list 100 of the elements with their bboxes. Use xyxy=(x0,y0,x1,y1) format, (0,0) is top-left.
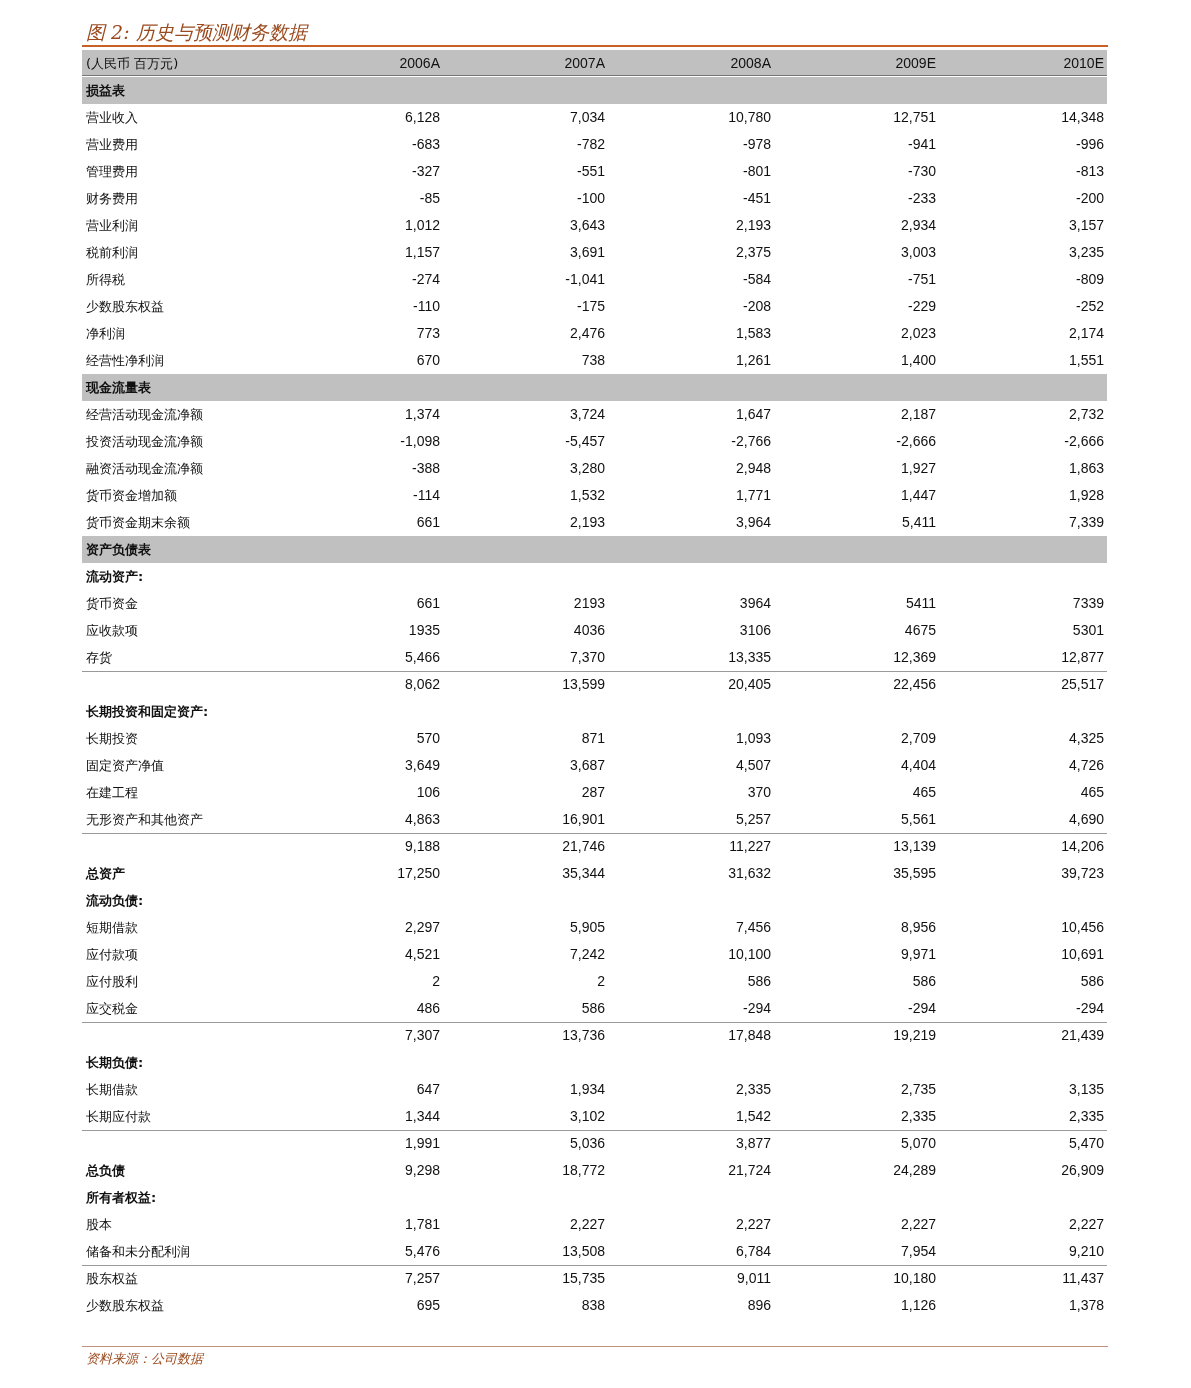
row-label: 经营性净利润 xyxy=(86,352,164,369)
subtotal-value: 21,746 xyxy=(562,838,605,855)
number-value: -5,457 xyxy=(565,433,605,450)
subsection-heading: 流动资产: xyxy=(86,568,144,585)
number-value: 7,034 xyxy=(569,109,605,126)
number-value: 3,691 xyxy=(569,244,605,261)
number-value: 2,375 xyxy=(735,244,771,261)
number-value: 3,157 xyxy=(1068,217,1104,234)
number-value: 1,542 xyxy=(735,1108,771,1125)
subtotal-value: 11,227 xyxy=(729,838,771,855)
number-value: 4,507 xyxy=(735,757,771,774)
number-value: 3,102 xyxy=(569,1108,605,1125)
number-value: 1,781 xyxy=(404,1216,440,1233)
number-value: 4,690 xyxy=(1068,811,1104,828)
number-value: 5301 xyxy=(1072,622,1104,639)
subtotal-value: 8,062 xyxy=(404,676,440,693)
subtotal-value: 13,599 xyxy=(562,676,605,693)
number-value: 5,411 xyxy=(902,514,936,531)
row-label: 固定资产净值 xyxy=(86,757,164,774)
number-value: 10,100 xyxy=(728,946,771,963)
number-value: 18,772 xyxy=(562,1162,605,1179)
section-heading: 现金流量表 xyxy=(86,379,151,396)
total-label: 总负债 xyxy=(86,1162,125,1179)
year-header: 2009E xyxy=(895,55,936,72)
number-value: 15,735 xyxy=(562,1270,605,1287)
number-value: 7339 xyxy=(1072,595,1104,612)
number-value: 2,227 xyxy=(900,1216,936,1233)
row-label: 融资活动现金流净额 xyxy=(86,460,203,477)
number-value: 1,863 xyxy=(1068,460,1104,477)
row-label: 在建工程 xyxy=(86,784,138,801)
row-label: 少数股东权益 xyxy=(86,298,164,315)
number-value: 3,235 xyxy=(1068,244,1104,261)
number-value: 2,174 xyxy=(1068,325,1104,342)
year-header: 2008A xyxy=(730,55,771,72)
row-label: 投资活动现金流净额 xyxy=(86,433,203,450)
number-value: 647 xyxy=(416,1081,440,1098)
number-value: -941 xyxy=(907,136,936,153)
number-value: 7,456 xyxy=(735,919,771,936)
row-label: 应收款项 xyxy=(86,622,138,639)
number-value: 661 xyxy=(416,514,440,531)
number-value: 17,250 xyxy=(397,865,440,882)
number-value: 3,280 xyxy=(569,460,605,477)
number-value: 3106 xyxy=(739,622,771,639)
row-label: 存货 xyxy=(86,649,112,666)
number-value: 8,956 xyxy=(900,919,936,936)
number-value: 1,093 xyxy=(735,730,771,747)
number-value: 21,724 xyxy=(728,1162,771,1179)
number-value: 4675 xyxy=(904,622,936,639)
row-label: 净利润 xyxy=(86,325,125,342)
number-value: -110 xyxy=(413,298,440,315)
row-label: 货币资金增加额 xyxy=(86,487,177,504)
number-value: 3964 xyxy=(739,595,771,612)
number-value: 1,344 xyxy=(404,1108,440,1125)
number-value: 4,726 xyxy=(1068,757,1104,774)
number-value: 12,751 xyxy=(893,109,936,126)
number-value: 7,954 xyxy=(900,1243,936,1260)
number-value: 1,400 xyxy=(900,352,936,369)
subtotal-value: 9,188 xyxy=(404,838,440,855)
subtotal-value: 21,439 xyxy=(1061,1027,1104,1044)
year-header: 2006A xyxy=(399,55,440,72)
number-value: -584 xyxy=(742,271,771,288)
number-value: 1,012 xyxy=(404,217,440,234)
number-value: 13,335 xyxy=(728,649,771,666)
number-value: 1,126 xyxy=(900,1297,936,1314)
number-value: -85 xyxy=(419,190,440,207)
number-value: 2,227 xyxy=(1068,1216,1104,1233)
subtotal-value: 22,456 xyxy=(893,676,936,693)
number-value: 4036 xyxy=(573,622,605,639)
subsection-heading: 所有者权益: xyxy=(86,1189,157,1206)
number-value: -809 xyxy=(1075,271,1104,288)
number-value: 9,011 xyxy=(737,1270,771,1287)
number-value: 2,335 xyxy=(900,1108,936,1125)
number-value: 2,335 xyxy=(735,1081,771,1098)
number-value: 2,297 xyxy=(404,919,440,936)
number-value: 2,948 xyxy=(735,460,771,477)
subtotal-value: 25,517 xyxy=(1061,676,1104,693)
number-value: 10,456 xyxy=(1061,919,1104,936)
number-value: 4,863 xyxy=(404,811,440,828)
subsection-heading: 流动负债: xyxy=(86,892,144,909)
number-value: 1,551 xyxy=(1068,352,1104,369)
number-value: 5,466 xyxy=(404,649,440,666)
number-value: -388 xyxy=(411,460,440,477)
number-value: 1,157 xyxy=(404,244,440,261)
number-value: -294 xyxy=(1075,1000,1104,1017)
number-value: 5,257 xyxy=(735,811,771,828)
number-value: 4,404 xyxy=(900,757,936,774)
number-value: -551 xyxy=(576,163,605,180)
row-label: 少数股东权益 xyxy=(86,1297,164,1314)
subtotal-value: 13,736 xyxy=(562,1027,605,1044)
row-label: 股本 xyxy=(86,1216,112,1233)
number-value: 16,901 xyxy=(562,811,605,828)
year-header: 2007A xyxy=(564,55,605,72)
row-label: 应交税金 xyxy=(86,1000,138,1017)
number-value: 31,632 xyxy=(728,865,771,882)
number-value: -813 xyxy=(1075,163,1104,180)
number-value: -1,098 xyxy=(400,433,440,450)
number-value: 7,370 xyxy=(569,649,605,666)
number-value: 3,724 xyxy=(569,406,605,423)
number-value: 35,344 xyxy=(562,865,605,882)
number-value: 2 xyxy=(432,973,440,990)
